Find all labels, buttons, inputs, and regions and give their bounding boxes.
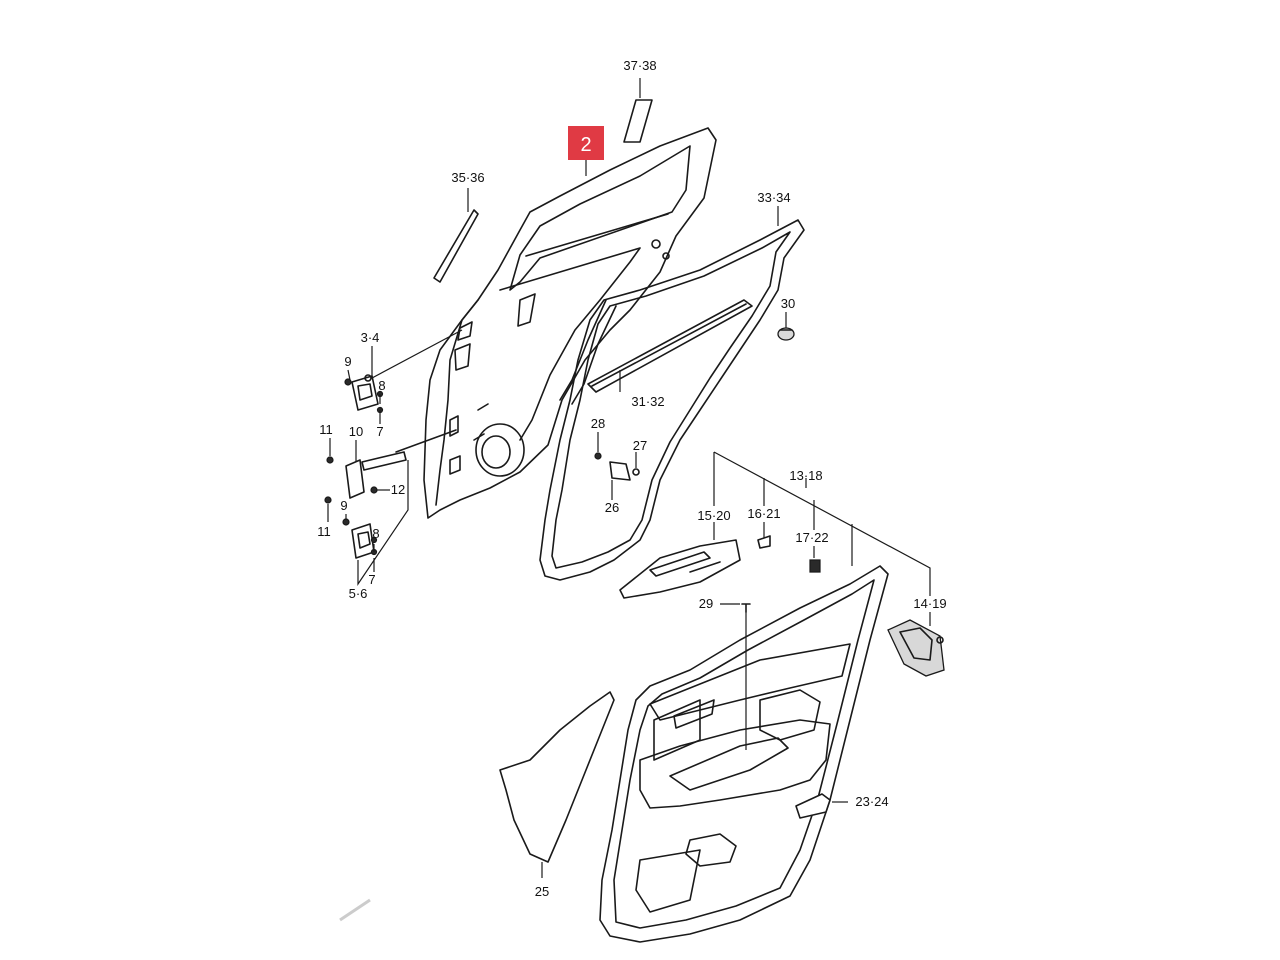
screw-27 bbox=[632, 468, 640, 476]
door-check bbox=[324, 429, 457, 504]
clip-28 bbox=[594, 452, 602, 460]
door-shell bbox=[423, 127, 717, 519]
callout-12: 12 bbox=[391, 482, 405, 497]
callout-25: 25 bbox=[535, 884, 549, 899]
clip-17-22 bbox=[809, 559, 821, 573]
clip-16-21 bbox=[757, 535, 771, 549]
callout-5-6: 5·6 bbox=[349, 586, 368, 601]
highlight-label: 2 bbox=[580, 134, 591, 156]
callout-14-19: 14·19 bbox=[913, 596, 946, 611]
callout-9-upper: 9 bbox=[344, 354, 351, 369]
callout-11-lower: 11 bbox=[317, 524, 331, 539]
callout-9-lower: 9 bbox=[340, 498, 347, 513]
belt-moulding bbox=[587, 299, 753, 393]
callout-17-22: 17·22 bbox=[795, 530, 828, 545]
callout-8-upper: 8 bbox=[378, 378, 385, 393]
callout-37-38: 37·38 bbox=[623, 58, 656, 73]
callout-8-lower: 8 bbox=[372, 526, 379, 541]
callout-10: 10 bbox=[349, 424, 363, 439]
window-weatherstrip bbox=[539, 219, 805, 581]
callout-labels: 37·38 35·36 33·34 30 3·4 9 8 7 31·32 28 … bbox=[317, 58, 946, 899]
callout-27: 27 bbox=[633, 438, 647, 453]
glass-run-channel bbox=[559, 299, 617, 405]
bracket-26 bbox=[609, 461, 631, 481]
highlight-box bbox=[568, 126, 604, 160]
callout-33-34: 33·34 bbox=[757, 190, 790, 205]
callout-15-20: 15·20 bbox=[697, 508, 730, 523]
callout-16-21: 16·21 bbox=[747, 506, 780, 521]
sticker-37-38 bbox=[623, 99, 653, 143]
lower-hinge bbox=[342, 518, 378, 559]
callout-23-24: 23·24 bbox=[855, 794, 888, 809]
callout-28: 28 bbox=[591, 416, 605, 431]
callout-31-32: 31·32 bbox=[631, 394, 664, 409]
callout-7-lower: 7 bbox=[368, 572, 375, 587]
callout-26: 26 bbox=[605, 500, 619, 515]
callout-3-4: 3·4 bbox=[361, 330, 380, 345]
upper-hinge bbox=[344, 374, 384, 414]
callout-11-upper: 11 bbox=[319, 422, 333, 437]
garnish-35-36 bbox=[433, 209, 479, 283]
handle-bezel bbox=[887, 619, 945, 677]
faded-mark bbox=[339, 898, 371, 922]
callout-35-36: 35·36 bbox=[451, 170, 484, 185]
callout-29: 29 bbox=[699, 596, 713, 611]
door-trim-panel bbox=[599, 565, 889, 943]
switch-panel bbox=[619, 539, 741, 599]
callout-30: 30 bbox=[781, 296, 795, 311]
clip-23-24 bbox=[795, 793, 831, 819]
plug-30 bbox=[777, 327, 795, 341]
screw-29 bbox=[741, 603, 751, 613]
callout-7-upper: 7 bbox=[376, 424, 383, 439]
callout-13-18: 13·18 bbox=[789, 468, 822, 483]
sealing-sheet bbox=[499, 691, 615, 863]
leader-lines bbox=[327, 78, 931, 878]
